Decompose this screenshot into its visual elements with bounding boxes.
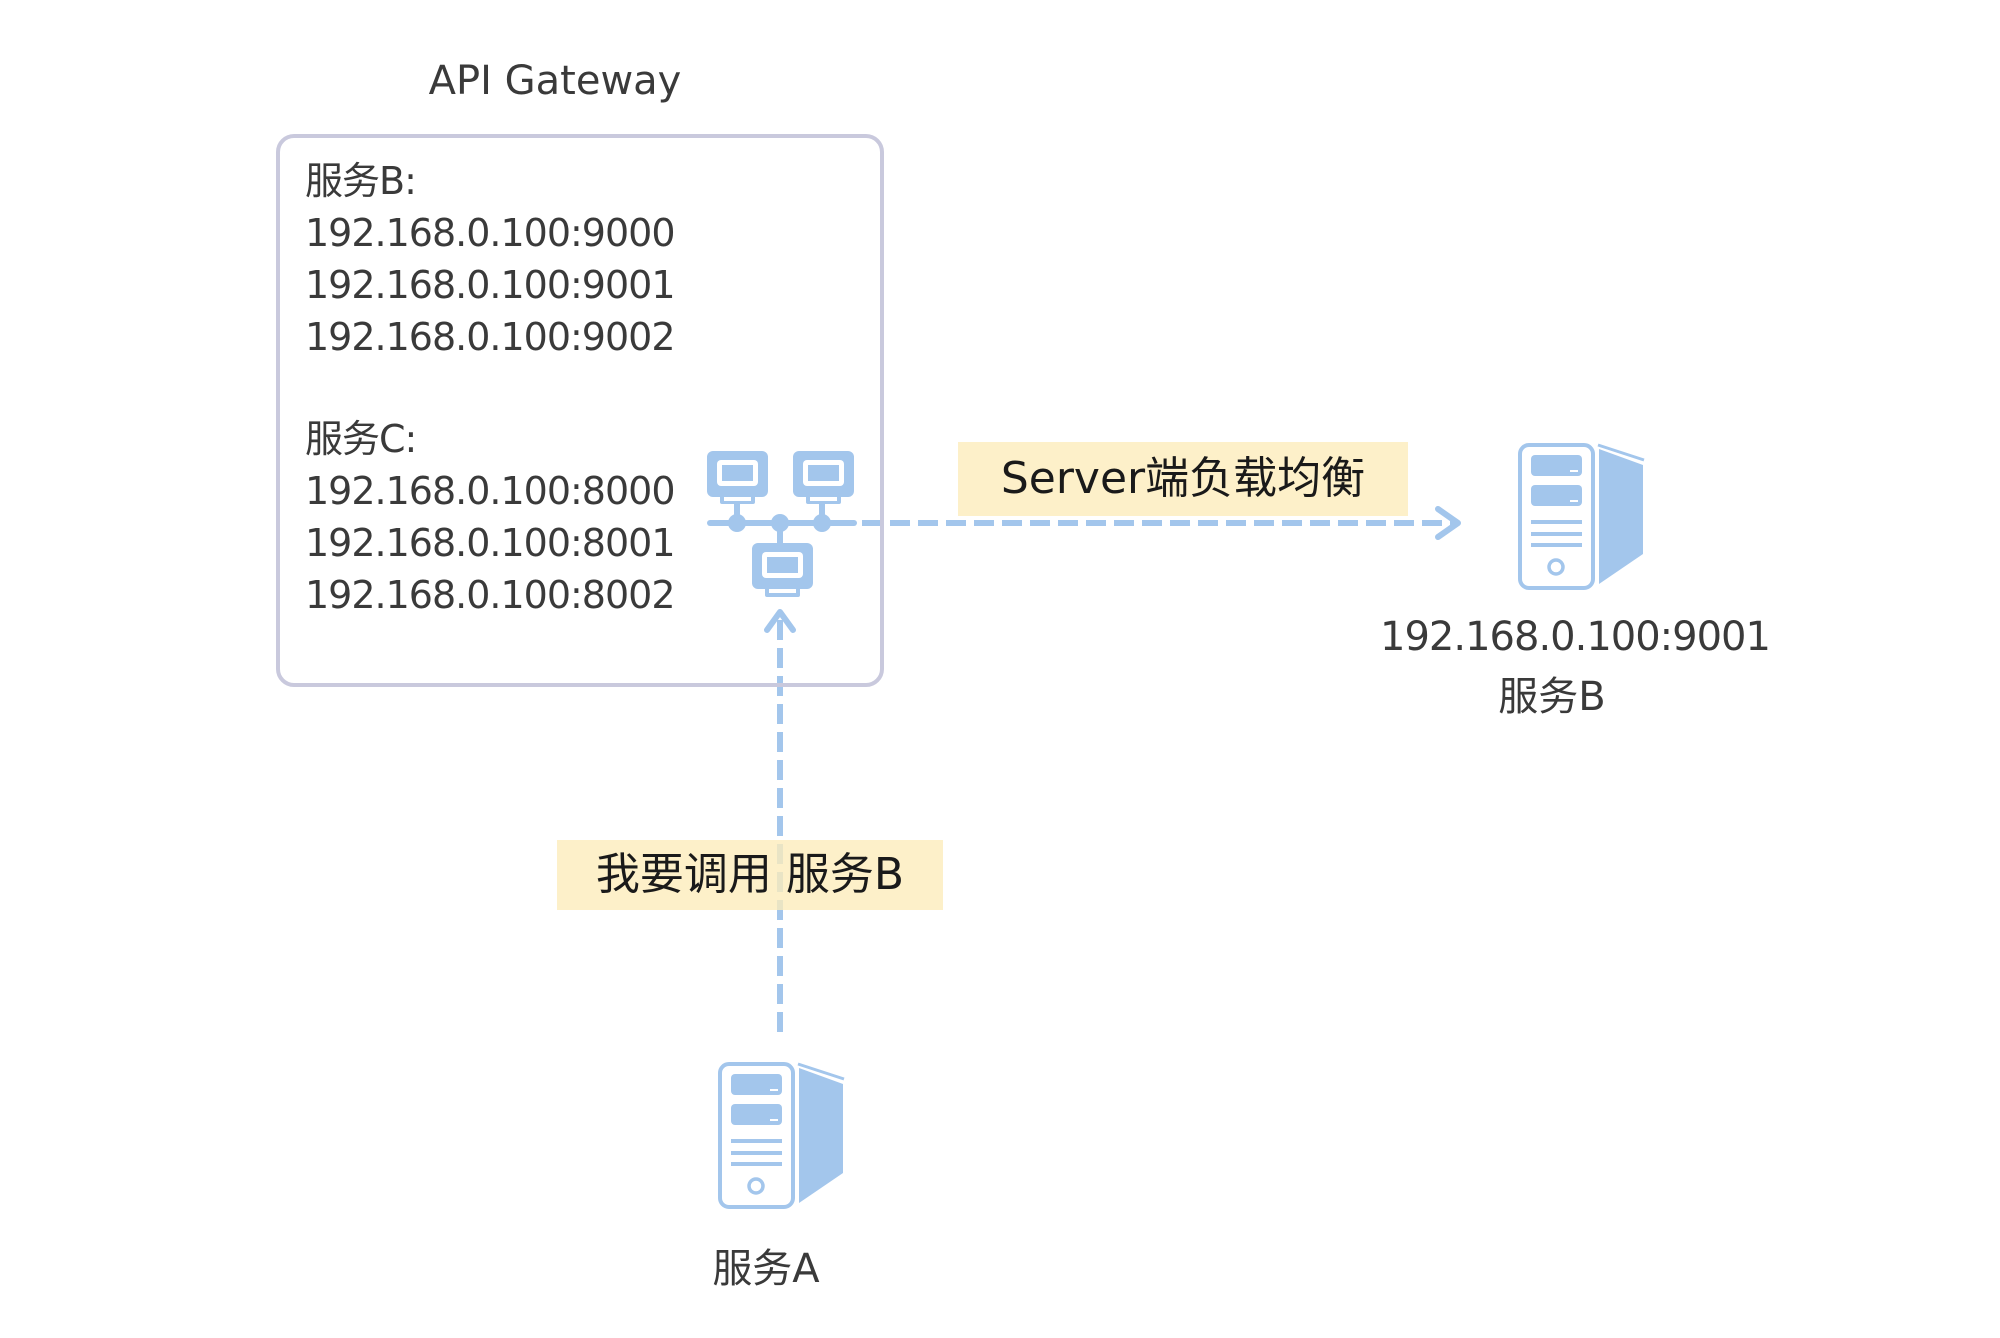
- target-name: 服务B: [1498, 674, 1606, 720]
- service-name: 服务B:: [305, 159, 417, 203]
- server-icon: [1518, 443, 1645, 590]
- service-name: 服务C:: [305, 417, 417, 461]
- service-instance: 192.168.0.100:9002: [305, 315, 676, 359]
- caller-name: 服务A: [712, 1246, 820, 1292]
- service-instance: 192.168.0.100:8001: [305, 521, 676, 565]
- target-address: 192.168.0.100:9001: [1380, 614, 1771, 660]
- call-arrow: [764, 609, 796, 1032]
- gateway-box: [276, 134, 884, 687]
- service-instance: 192.168.0.100:9000: [305, 211, 676, 255]
- registry-service-b: 服务B: 192.168.0.100:9000 192.168.0.100:90…: [305, 155, 676, 363]
- call-label: 我要调用 服务B: [557, 840, 943, 910]
- registry-service-c: 服务C: 192.168.0.100:8000 192.168.0.100:80…: [305, 413, 676, 621]
- service-instance: 192.168.0.100:8002: [305, 573, 676, 617]
- network-topology-icon: [707, 451, 857, 597]
- server-icon: [718, 1062, 845, 1209]
- service-instance: 192.168.0.100:8000: [305, 469, 676, 513]
- gateway-title: API Gateway: [428, 58, 682, 104]
- load-balance-arrow: [862, 506, 1461, 540]
- load-balance-label: Server端负载均衡: [958, 442, 1408, 516]
- service-instance: 192.168.0.100:9001: [305, 263, 676, 307]
